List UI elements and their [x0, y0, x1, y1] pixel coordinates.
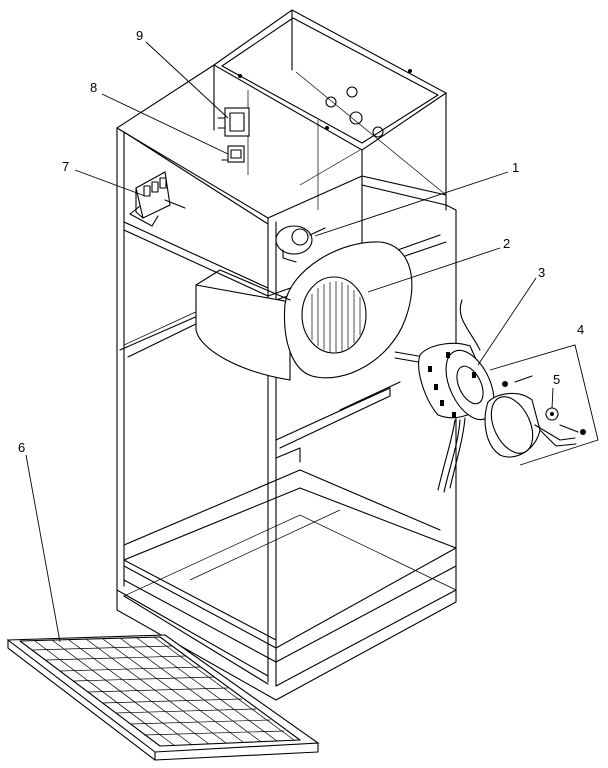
callout-5: 5 [553, 372, 560, 387]
transformer [217, 107, 250, 137]
top-electrical-box [212, 9, 448, 246]
blower-housing [195, 241, 413, 381]
callout-1: 1 [512, 160, 519, 175]
callout-6: 6 [18, 440, 25, 455]
motor-mount-kit [484, 344, 599, 466]
relay [221, 145, 245, 163]
cabinet [116, 64, 457, 701]
blower-motor [394, 299, 495, 493]
control-component-1 [275, 225, 326, 263]
filter-mesh [31, 636, 295, 747]
callout-2: 2 [503, 236, 510, 251]
callout-9: 9 [136, 28, 143, 43]
terminal-block [129, 171, 186, 227]
callout-3: 3 [538, 265, 545, 280]
air-filter [6, 634, 320, 761]
callout-7: 7 [62, 159, 69, 174]
callout-8: 8 [90, 80, 97, 95]
callout-4: 4 [577, 322, 584, 337]
leader-lines [25, 41, 554, 643]
callouts: 1 2 3 4 5 6 7 8 9 [18, 28, 584, 455]
blower-wheel [311, 281, 361, 352]
